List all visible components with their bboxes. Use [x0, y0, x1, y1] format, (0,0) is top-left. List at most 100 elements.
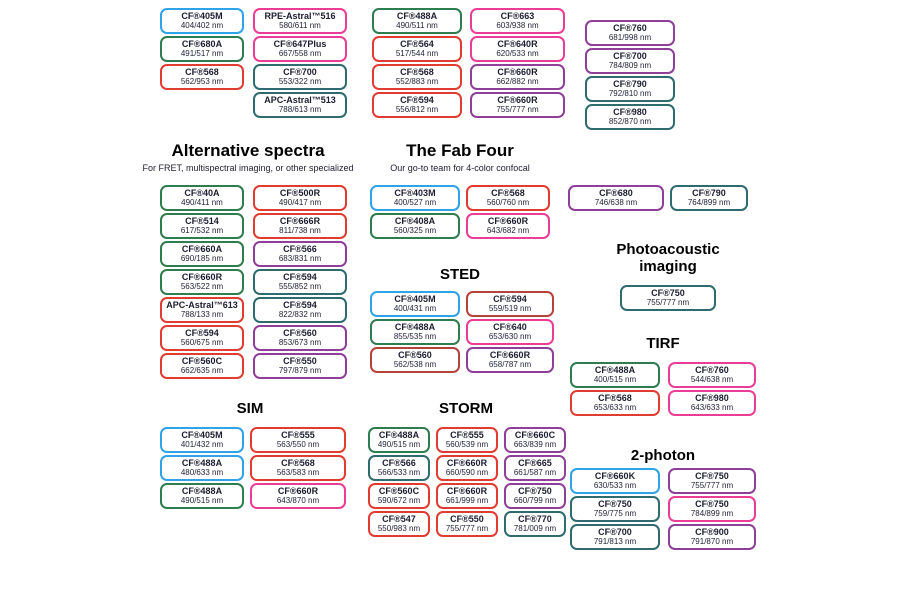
dye-name: CF®660K: [594, 471, 636, 482]
dye-wavelengths: 681/998 nm: [608, 32, 652, 42]
2photon-grid: CF®660K 630/533 nm CF®750 755/777 nm CF®…: [570, 468, 756, 550]
sim-grid: CF®405M 401/432 nm CF®555 563/550 nm CF®…: [160, 427, 346, 509]
dye-box: CF®663 603/938 nm: [470, 8, 565, 34]
dye-box: CF®700 553/322 nm: [253, 64, 347, 90]
dye-wavelengths: 658/787 nm: [488, 359, 532, 369]
dye-name: CF®750: [518, 486, 552, 497]
dye-wavelengths: 490/515 nm: [180, 495, 224, 505]
dye-wavelengths: 653/630 nm: [488, 331, 532, 341]
dye-wavelengths: 660/590 nm: [445, 467, 489, 477]
dye-name: CF®568: [491, 188, 525, 199]
dye-wavelengths: 560/539 nm: [445, 439, 489, 449]
dye-name: CF®488A: [594, 365, 636, 376]
dye-name: CF®40A: [184, 188, 220, 199]
dye-wavelengths: 630/533 nm: [593, 480, 637, 490]
dye-name: CF®663: [500, 11, 535, 22]
dye-box: CF®680A 491/517 nm: [160, 36, 244, 62]
dye-name: CF®640R: [497, 39, 538, 50]
dye-name: CF®568: [400, 67, 434, 78]
dye-name: CF®408A: [394, 216, 436, 227]
dye-box: CF®488A 855/535 nm: [370, 319, 460, 345]
dye-box: CF®405M 404/402 nm: [160, 8, 244, 34]
dye-box: CF®980 852/870 nm: [585, 104, 675, 130]
dye-box: CF®488A 480/633 nm: [160, 455, 244, 481]
dye-wavelengths: 560/760 nm: [486, 197, 530, 207]
dye-name: CF®560C: [181, 356, 223, 367]
dye-name: CF®660R: [446, 458, 488, 469]
dye-name: CF®760: [695, 365, 729, 376]
dye-name: CF®405M: [181, 11, 223, 22]
dye-box: CF®547 550/983 nm: [368, 511, 430, 537]
dye-wavelengths: 563/522 nm: [180, 281, 224, 291]
dye-box: CF®666R 811/738 nm: [253, 213, 347, 239]
dye-box: CF®40A 490/411 nm: [160, 185, 244, 211]
dye-name: CF®750: [651, 288, 685, 299]
dye-wavelengths: 746/638 nm: [594, 197, 638, 207]
dye-box: CF®566 566/533 nm: [368, 455, 430, 481]
dye-box: CF®568 560/760 nm: [466, 185, 550, 211]
dye-box: CF®680 746/638 nm: [568, 185, 664, 211]
dye-box: CF®790 792/810 nm: [585, 76, 675, 102]
dye-name: CF®560: [283, 328, 317, 339]
dye-box: CF®560 562/538 nm: [370, 347, 460, 373]
dye-box: CF®665 661/587 nm: [504, 455, 566, 481]
section-subtitle-fab-four: Our go-to team for 4-color confocal: [390, 163, 530, 173]
dye-wavelengths: 400/515 nm: [593, 374, 637, 384]
dye-wavelengths: 562/953 nm: [180, 76, 224, 86]
top-dye-column-4: CF®663 603/938 nm CF®640R 620/533 nm CF®…: [470, 8, 565, 118]
dye-box: CF®750 755/777 nm: [668, 468, 756, 494]
dye-name: CF®700: [613, 51, 647, 62]
dye-box: CF®640R 620/533 nm: [470, 36, 565, 62]
dye-wavelengths: 791/870 nm: [690, 536, 734, 546]
dye-box: CF®594 555/852 nm: [253, 269, 347, 295]
dye-wavelengths: 663/839 nm: [513, 439, 557, 449]
dye-name: CF®750: [598, 499, 632, 510]
dye-box: APC-Astral™613 788/133 nm: [160, 297, 244, 323]
dye-box: CF®568 563/583 nm: [250, 455, 346, 481]
dye-box: CF®660R 563/522 nm: [160, 269, 244, 295]
dye-name: CF®660R: [489, 350, 531, 361]
top-dye-column-1: CF®405M 404/402 nm CF®680A 491/517 nm CF…: [160, 8, 244, 90]
dye-name: CF®900: [695, 527, 729, 538]
dye-wavelengths: 590/672 nm: [377, 495, 421, 505]
dye-box: CF®403M 400/527 nm: [370, 185, 460, 211]
section-title-tirf: TIRF: [646, 335, 680, 352]
dye-wavelengths: 559/519 nm: [488, 303, 532, 313]
dye-name: CF®550: [283, 356, 317, 367]
dye-wavelengths: 855/535 nm: [393, 331, 437, 341]
dye-name: CF®660R: [497, 95, 538, 106]
dye-name: CF®488A: [181, 486, 223, 497]
dye-box: CF®568 552/883 nm: [372, 64, 462, 90]
dye-box: CF®660R 660/590 nm: [436, 455, 498, 481]
dye-wavelengths: 690/185 nm: [180, 253, 224, 263]
dye-wavelengths: 580/611 nm: [279, 20, 321, 30]
dye-name: CF®566: [382, 458, 416, 469]
dye-box: CF®750 784/899 nm: [668, 496, 756, 522]
dye-name: CF®594: [400, 95, 434, 106]
dye-wavelengths: 550/983 nm: [377, 523, 421, 533]
dye-name: CF®550: [450, 514, 484, 525]
dye-name: CF®560C: [378, 486, 420, 497]
dye-box: CF®408A 560/325 nm: [370, 213, 460, 239]
dye-wavelengths: 667/558 nm: [278, 48, 322, 58]
dye-name: CF®594: [283, 272, 317, 283]
dye-wavelengths: 784/809 nm: [608, 60, 652, 70]
dye-box: CF®488A 490/515 nm: [368, 427, 430, 453]
dye-box: CF®900 791/870 nm: [668, 524, 756, 550]
dye-box: CF®700 791/813 nm: [570, 524, 660, 550]
dye-wavelengths: 852/870 nm: [608, 116, 652, 126]
dye-name: CF®594: [493, 294, 527, 305]
dye-name: CF®790: [692, 188, 726, 199]
dye-name: CF®660R: [277, 486, 319, 497]
dye-name: CF®665: [518, 458, 552, 469]
dye-wavelengths: 643/682 nm: [486, 225, 530, 235]
dye-wavelengths: 660/799 nm: [513, 495, 557, 505]
dye-wavelengths: 792/810 nm: [608, 88, 652, 98]
dye-box: CF®770 781/009 nm: [504, 511, 566, 537]
dye-box: CF®750 660/799 nm: [504, 483, 566, 509]
dye-wavelengths: 683/831 nm: [278, 253, 322, 263]
dye-name: CF®564: [400, 39, 434, 50]
dye-wavelengths: 755/777 nm: [690, 480, 734, 490]
dye-box: CF®790 764/899 nm: [670, 185, 748, 211]
dye-wavelengths: 811/738 nm: [279, 225, 321, 235]
